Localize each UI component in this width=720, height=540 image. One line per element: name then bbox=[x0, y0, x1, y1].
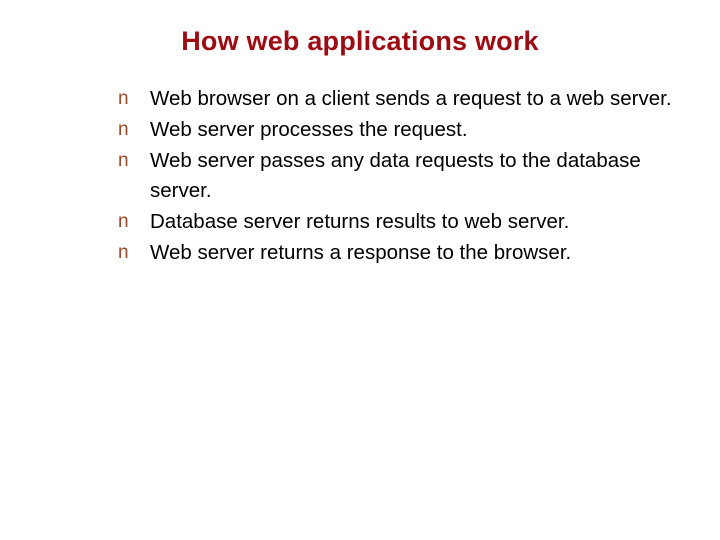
bullet-marker-icon: n bbox=[118, 88, 129, 109]
list-item-label: Web browser on a client sends a request … bbox=[150, 87, 672, 110]
bullet-marker-icon: n bbox=[118, 150, 129, 171]
list-item-label: Web server processes the request. bbox=[150, 118, 468, 141]
list-item-label: Database server returns results to web s… bbox=[150, 210, 570, 233]
list-item-label: Web server returns a response to the bro… bbox=[150, 241, 572, 264]
list-item: n Web browser on a client sends a reques… bbox=[118, 84, 703, 114]
list-item-label: Web server passes any data requests to t… bbox=[150, 149, 641, 202]
page-title: How web applications work bbox=[181, 26, 539, 56]
list-item: n Database server returns results to web… bbox=[118, 207, 703, 237]
bullet-marker-icon: n bbox=[118, 211, 129, 232]
bullet-marker-icon: n bbox=[118, 119, 129, 140]
bullet-marker-icon: n bbox=[118, 242, 129, 263]
list-item: n Web server processes the request. bbox=[118, 115, 703, 145]
list-item: n Web server passes any data requests to… bbox=[118, 146, 703, 206]
list-item: n Web server returns a response to the b… bbox=[118, 238, 703, 268]
bullet-list: n Web browser on a client sends a reques… bbox=[118, 84, 703, 269]
